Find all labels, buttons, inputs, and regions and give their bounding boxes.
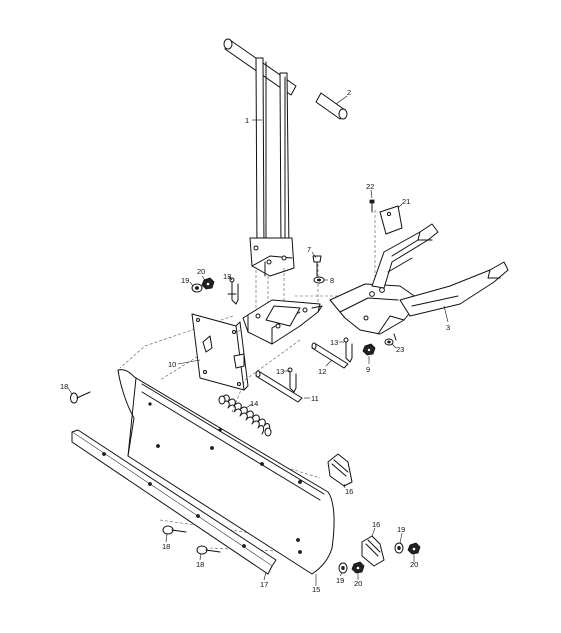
callout-8: 8	[330, 276, 334, 285]
callout-15: 15	[312, 585, 320, 594]
part-nut-20c	[407, 542, 421, 555]
part-bolt-18b	[162, 525, 187, 535]
callout-10: 10	[168, 360, 176, 369]
part-bolt-22	[369, 199, 375, 213]
part-washer-19a	[191, 283, 203, 293]
callout-7: 7	[307, 245, 311, 254]
part-skid-shoe-16b	[361, 535, 385, 567]
part-pin-11	[255, 370, 303, 403]
callout-11: 11	[311, 394, 319, 403]
callout-13a: 13	[223, 272, 231, 281]
callout-20a: 20	[197, 267, 205, 276]
callout-21: 21	[402, 197, 410, 206]
callout-16a: 16	[345, 487, 353, 496]
part-mounting-plate	[242, 299, 323, 345]
part-hairpin-13a	[227, 277, 239, 305]
callout-20b: 20	[354, 579, 362, 588]
part-spring	[218, 394, 272, 437]
callout-12: 12	[318, 367, 326, 376]
part-pivot-plate	[191, 313, 249, 391]
callout-9: 9	[366, 365, 370, 374]
callout-16b: 16	[372, 520, 380, 529]
part-push-frame	[329, 223, 509, 335]
part-hairpin-13b	[343, 337, 353, 363]
part-nut-9	[362, 343, 376, 356]
part-nut-20b	[351, 561, 365, 574]
callout-2: 2	[347, 88, 351, 97]
part-bracket-21	[379, 205, 403, 235]
part-lift-handle	[223, 38, 297, 277]
callout-17: 17	[260, 580, 268, 589]
callout-19b: 19	[336, 576, 344, 585]
part-nut-20a	[201, 277, 215, 290]
callout-labels: 1 2 3 7 8 9 10 11 12 13 13 13 14 15 16 1…	[60, 88, 450, 594]
part-pin-12	[311, 342, 349, 369]
callout-18c: 18	[196, 560, 204, 569]
callout-18a: 18	[60, 382, 68, 391]
part-bolt-7	[312, 255, 322, 277]
part-washer-19c	[394, 542, 404, 554]
part-nut-23	[384, 333, 397, 346]
callout-23: 23	[396, 345, 404, 354]
callout-3: 3	[446, 323, 450, 332]
part-blade	[117, 369, 335, 575]
callout-14: 14	[250, 399, 258, 408]
callout-20c: 20	[410, 560, 418, 569]
leader-lines	[67, 95, 449, 586]
part-handle-grip	[315, 92, 348, 120]
part-bolt-18a	[70, 391, 91, 404]
callout-13b: 13	[330, 338, 338, 347]
callout-19a: 19	[181, 276, 189, 285]
part-skid-shoe-16a	[327, 453, 353, 487]
callout-22: 22	[366, 182, 374, 191]
part-cutting-edge	[71, 429, 277, 575]
part-washer-8	[313, 276, 325, 284]
part-washer-19b	[338, 562, 348, 574]
callout-1: 1	[245, 116, 249, 125]
part-hairpin-13c	[287, 367, 297, 393]
callout-13c: 13	[276, 367, 284, 376]
callout-19c: 19	[397, 525, 405, 534]
part-bolt-18c	[196, 545, 221, 555]
callout-18b: 18	[162, 542, 170, 551]
